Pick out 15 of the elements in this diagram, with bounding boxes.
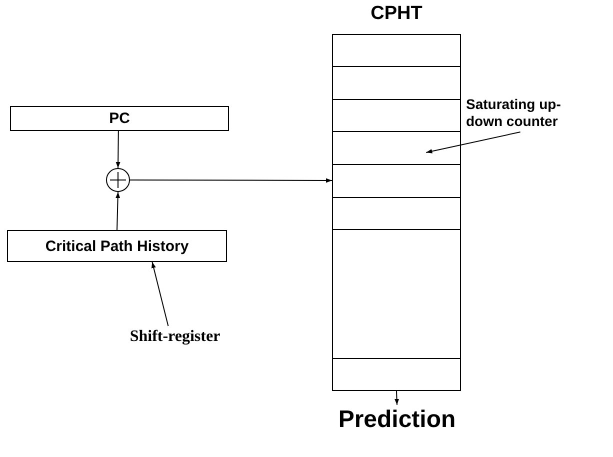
output-label: Prediction [338,406,456,434]
table-heading: CPHT [370,3,424,25]
leader-line [426,132,521,154]
register-box [10,106,229,131]
annotation-text: Shift-register [130,327,220,347]
arrow [116,192,120,230]
arrow [116,130,120,168]
box-label: PC [109,110,130,127]
annotation-text: Saturating up-down counter [466,96,562,130]
box-label: Critical Path History [45,238,189,254]
leader-line [151,262,169,326]
register-box [7,230,227,262]
adder-symbol [106,168,130,192]
arrow [130,178,332,183]
arrow [394,390,400,406]
